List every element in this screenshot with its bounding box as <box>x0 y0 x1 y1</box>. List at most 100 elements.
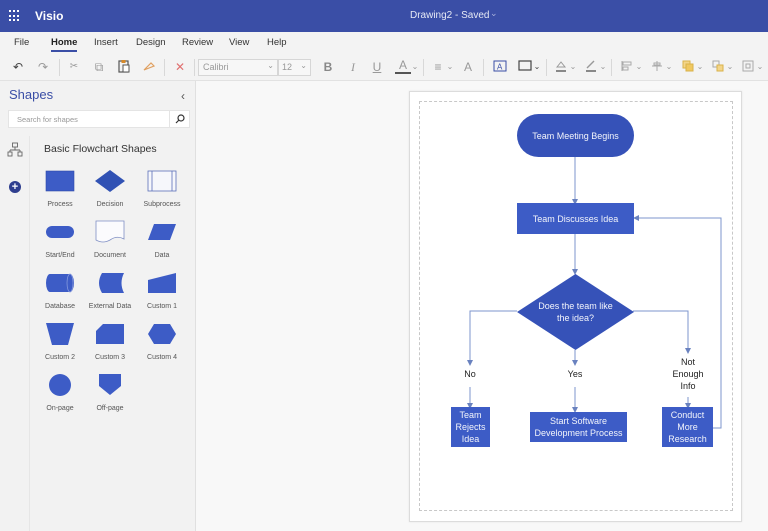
external-data-shape-icon <box>99 273 124 293</box>
shape-on-page[interactable]: On-page <box>35 373 85 421</box>
increase-font-icon[interactable]: A <box>463 60 472 74</box>
bold-button[interactable]: B <box>323 60 333 74</box>
font-color-button[interactable]: A <box>395 59 411 74</box>
shape-decision[interactable]: Decision <box>85 169 135 217</box>
format-painter-icon[interactable] <box>141 59 157 75</box>
divider <box>483 59 484 76</box>
node-decision-diamond[interactable] <box>516 273 635 351</box>
chevron-down-icon[interactable]: ⌄ <box>599 62 607 71</box>
decision-text: Does the team like the idea? <box>538 301 613 323</box>
node-conduct-more-research[interactable]: Conduct More Research <box>662 407 713 447</box>
chevron-down-icon[interactable]: ⌄ <box>756 62 764 71</box>
bring-forward-icon[interactable] <box>680 59 696 75</box>
align-icon[interactable]: ≡ <box>434 60 442 74</box>
tab-home[interactable]: Home <box>51 37 78 52</box>
copy-icon[interactable]: ⧉ <box>94 60 104 74</box>
chevron-down-icon[interactable]: ⌄ <box>411 62 419 71</box>
node-team-rejects-idea[interactable]: Team Rejects Idea <box>451 407 490 447</box>
shape-label: Custom 2 <box>45 354 75 361</box>
shape-label: On-page <box>46 405 74 412</box>
chevron-down-icon: ⌄ <box>267 61 274 70</box>
italic-button[interactable]: I <box>351 60 355 74</box>
tab-review[interactable]: Review <box>182 37 214 48</box>
database-shape-icon <box>46 273 74 293</box>
chevron-down-icon[interactable]: ⌄ <box>533 62 541 71</box>
redo-icon[interactable]: ↷ <box>37 60 49 74</box>
document-shape-icon <box>95 220 125 243</box>
undo-icon[interactable]: ↶ <box>12 60 24 74</box>
shape-process[interactable]: Process <box>35 169 85 217</box>
chevron-down-icon[interactable]: ⌄ <box>726 62 734 71</box>
add-stencil-button[interactable]: + <box>9 181 21 193</box>
delete-icon[interactable]: ✕ <box>174 60 186 74</box>
align-shapes-icon[interactable] <box>619 59 635 75</box>
stencil-icon[interactable] <box>7 142 23 158</box>
shape-label: Custom 4 <box>147 354 177 361</box>
shape-data[interactable]: Data <box>137 220 187 268</box>
branch-label-no: No <box>464 369 476 379</box>
svg-text:A: A <box>497 63 503 72</box>
decision-shape-icon <box>95 170 125 192</box>
chevron-down-icon[interactable]: ⌄ <box>446 62 454 71</box>
shape-subprocess[interactable]: Subprocess <box>137 169 187 217</box>
shape-custom-3[interactable]: Custom 3 <box>85 322 135 370</box>
paste-icon[interactable] <box>116 59 132 75</box>
group-icon[interactable] <box>740 59 756 75</box>
shape-external-data[interactable]: External Data <box>85 271 135 319</box>
shape-label: Off-page <box>96 405 124 412</box>
document-title[interactable]: Drawing2 - Saved <box>410 10 490 21</box>
text-box-icon[interactable]: A <box>491 59 509 75</box>
collapse-panel-icon[interactable]: ‹ <box>181 89 185 103</box>
data-shape-icon <box>148 224 176 240</box>
font-name-dropdown[interactable]: Calibri ⌄ <box>198 59 278 76</box>
drawing-page[interactable]: Team Meeting Begins Team Discusses Idea … <box>409 91 742 522</box>
shape-custom-1[interactable]: Custom 1 <box>137 271 187 319</box>
chevron-down-icon[interactable]: ⌄ <box>665 62 673 71</box>
node-team-meeting-begins[interactable]: Team Meeting Begins <box>517 114 634 157</box>
shape-custom-4[interactable]: Custom 4 <box>137 322 187 370</box>
font-name-value: Calibri <box>203 62 229 72</box>
drawing-canvas[interactable]: Team Meeting Begins Team Discusses Idea … <box>197 81 768 531</box>
shape-search-box[interactable]: Search for shapes <box>8 110 190 128</box>
tab-view[interactable]: View <box>229 37 250 48</box>
tab-design[interactable]: Design <box>136 37 166 48</box>
shape-document[interactable]: Document <box>85 220 135 268</box>
shape-label: Document <box>94 252 126 259</box>
shape-database[interactable]: Database <box>35 271 85 319</box>
fill-color-icon[interactable] <box>553 59 569 75</box>
search-input[interactable]: Search for shapes <box>17 115 78 124</box>
chevron-down-icon[interactable]: ⌄ <box>696 62 704 71</box>
shape-label: Start/End <box>45 252 75 259</box>
branch-label-yes: Yes <box>567 369 583 379</box>
tab-help[interactable]: Help <box>267 37 287 48</box>
connectors <box>467 157 722 429</box>
shape-label: Process <box>47 201 73 208</box>
divider <box>423 59 424 76</box>
divider <box>164 59 165 76</box>
chevron-down-icon[interactable]: ⌄ <box>635 62 643 71</box>
underline-button[interactable]: U <box>372 60 382 74</box>
font-size-dropdown[interactable]: 12 ⌄ <box>278 59 311 76</box>
node-start-software-development[interactable]: Start Software Development Process <box>530 412 627 442</box>
shape-style-icon[interactable] <box>517 59 533 75</box>
shape-custom-2[interactable]: Custom 2 <box>35 322 85 370</box>
chevron-down-icon[interactable]: ⌄ <box>569 62 577 71</box>
stencil-rail: + <box>0 136 30 531</box>
node-team-discusses-idea[interactable]: Team Discusses Idea <box>517 203 634 234</box>
tab-file[interactable]: File <box>14 37 30 48</box>
ribbon-toolbar: ↶ ↷ ✂ ⧉ ✕ Calibri ⌄ 12 ⌄ B I U A ⌄ ≡ ⌄ A… <box>0 54 768 81</box>
cut-icon[interactable]: ✂ <box>69 61 79 72</box>
search-button[interactable] <box>169 111 189 127</box>
send-backward-icon[interactable] <box>710 59 726 75</box>
line-color-icon[interactable] <box>583 59 599 75</box>
shape-start-end[interactable]: Start/End <box>35 220 85 268</box>
position-icon[interactable] <box>649 59 665 75</box>
app-launcher-icon[interactable] <box>9 10 21 22</box>
chevron-down-icon[interactable]: ⌄ <box>490 8 498 18</box>
off-page-shape-icon <box>99 374 121 395</box>
shape-label: Data <box>154 252 170 259</box>
tab-insert[interactable]: Insert <box>94 37 118 48</box>
shape-off-page[interactable]: Off-page <box>85 373 135 421</box>
font-size-value: 12 <box>282 62 293 72</box>
shape-label: External Data <box>88 303 132 310</box>
